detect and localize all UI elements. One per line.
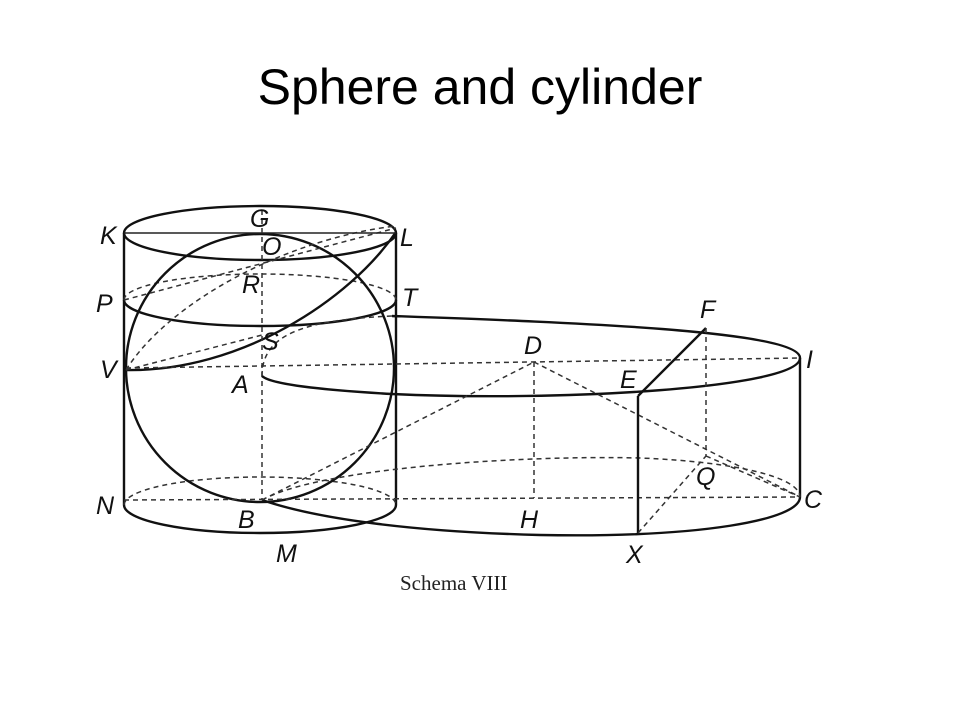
label-q: Q — [696, 463, 715, 491]
line-d-c — [533, 361, 801, 498]
label-l: L — [400, 224, 414, 252]
small-cylinder-bottom-front — [122, 504, 398, 535]
label-x: X — [625, 541, 644, 569]
label-b: B — [238, 506, 255, 534]
large-cylinder-top-front — [261, 314, 802, 398]
line-b-d — [261, 361, 535, 501]
label-t: T — [402, 284, 419, 312]
point-labels: K G L O P R T S V A N B M D E F I Q C H … — [96, 205, 823, 569]
section-pt-back — [123, 273, 397, 301]
section-pt-front — [122, 299, 398, 328]
label-o: O — [262, 233, 281, 261]
line-e-f — [637, 327, 707, 397]
label-e: E — [620, 366, 637, 394]
label-v: V — [100, 356, 119, 384]
label-m: M — [276, 540, 297, 568]
large-cylinder-bottom-back — [261, 456, 801, 501]
diagram-caption: Schema VIII — [400, 571, 508, 595]
cone-figure — [261, 327, 801, 534]
oblique-vl-back — [125, 225, 397, 371]
label-d: D — [524, 332, 542, 360]
label-g: G — [250, 205, 269, 233]
label-s: S — [262, 328, 279, 356]
large-cylinder-top-back — [261, 315, 393, 377]
line-n-c — [123, 496, 801, 501]
small-cylinder — [122, 204, 398, 535]
label-h: H — [520, 506, 539, 534]
large-cylinder-bottom-front — [261, 496, 802, 537]
axis-lines — [123, 210, 801, 501]
oblique-sections — [123, 225, 397, 372]
label-n: N — [96, 492, 115, 520]
line-p-l — [123, 227, 397, 301]
label-r: R — [242, 271, 260, 299]
line-v-i — [125, 357, 801, 369]
label-c: C — [804, 486, 823, 514]
label-f: F — [700, 296, 717, 324]
slide-title: Sphere and cylinder — [257, 59, 703, 115]
line-v-s — [125, 334, 263, 371]
label-k: K — [100, 222, 118, 250]
small-cylinder-bottom-back — [123, 476, 397, 506]
line-x-q — [637, 455, 707, 534]
label-a: A — [230, 371, 249, 399]
label-p: P — [96, 290, 113, 318]
oblique-vl-front — [125, 231, 397, 372]
label-i: I — [806, 346, 813, 374]
line-q-c — [705, 455, 801, 498]
large-cylinder — [261, 314, 802, 537]
